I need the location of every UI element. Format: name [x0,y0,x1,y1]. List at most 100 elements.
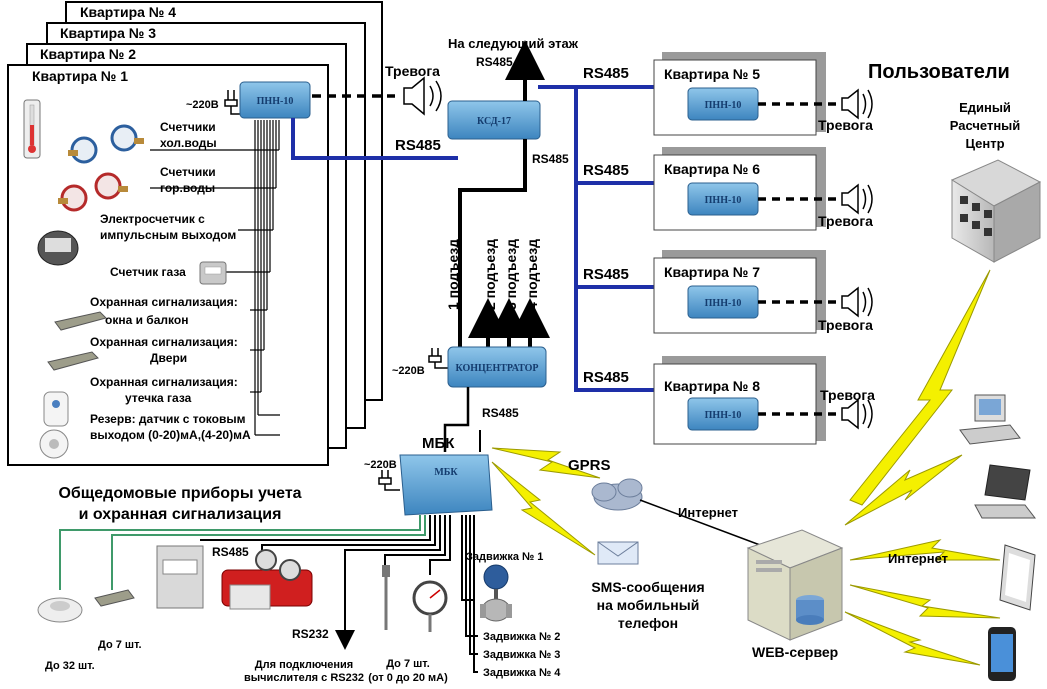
svg-text:хол.воды: хол.воды [160,136,217,150]
svg-text:Тревога: Тревога [820,387,875,403]
svg-text:и охранная сигнализация: и охранная сигнализация [79,506,282,523]
rs485-next-floor: RS485 [476,55,513,69]
apartment-1-title: Квартира № 1 [32,68,128,84]
common-devices-title: Общедомовые приборы учета и охранная сиг… [58,485,301,523]
svg-text:ПНН-10: ПНН-10 [705,410,742,421]
svg-text:МБК: МБК [434,467,458,478]
gprs-label: GPRS [568,457,611,474]
window-sensor-icon [54,311,107,331]
computer-connection-label: Для подключения вычислителя с RS232 [244,659,364,684]
svg-text:Счетчики: Счетчики [160,165,216,179]
right-alarm-labels: Тревога Тревога Тревога Тревога [818,117,875,403]
hot-water-meter-icon [58,172,128,212]
svg-text:выходом (0-20)мА,(4-20)мА: выходом (0-20)мА,(4-20)мА [90,428,251,442]
ksd-17-device: КСД-17 [447,100,541,140]
rs485-label-apt1: RS485 [395,137,441,154]
web-server-label: WEB-сервер [752,644,838,660]
svg-text:Охранная сигнализация:: Охранная сигнализация: [90,335,238,349]
svg-text:ПНН-10: ПНН-10 [705,195,742,206]
svg-text:КСД-17: КСД-17 [477,116,511,127]
siren-icon [841,398,873,430]
svg-text:Общедомовые приборы учета: Общедомовые приборы учета [58,485,301,502]
svg-text:Задвижка № 1: Задвижка № 1 [466,551,543,563]
svg-text:RS485: RS485 [583,369,629,386]
svg-text:До 7 шт.: До 7 шт. [386,658,430,670]
svg-text:Квартира № 7: Квартира № 7 [664,264,760,280]
concentrator-device: КОНЦЕНТРАТОР [447,346,547,388]
rs485-concentrator-label: RS485 [482,406,519,420]
gas-meter-icon [199,261,227,285]
svg-text:1 подъезд: 1 подъезд [445,239,461,310]
apartment-2-title: Квартира № 2 [40,46,136,62]
rs485-ksd-label: RS485 [532,152,569,166]
electricity-meter-icon [37,230,79,266]
svg-text:3 подъезд: 3 подъезд [503,239,519,310]
apartment-1-labels: Счетчики хол.воды Счетчики гор.воды Элек… [90,120,251,442]
cold-water-meter-icon [68,124,144,164]
smoke-detector-count: До 32 шт. [45,660,95,672]
svg-text:Счетчик газа: Счетчик газа [110,265,186,279]
smoke-detector-icon [37,597,83,623]
svg-text:RS485: RS485 [583,266,629,283]
svg-text:на мобильный: на мобильный [597,597,700,613]
svg-text:ПНН-10: ПНН-10 [705,100,742,111]
internet-label-2: Интернет [888,551,948,566]
siren-icon [403,76,442,116]
valve-icon [480,564,512,622]
smartphone-icon [988,627,1016,681]
svg-text:Охранная сигнализация:: Охранная сигнализация: [90,375,238,389]
svg-text:Задвижка № 4: Задвижка № 4 [483,667,561,679]
right-apartment-5: Квартира № 5 ПНН-10 [653,52,826,136]
concentrator-power: ~220В [392,348,448,377]
svg-text:~220В: ~220В [186,99,219,111]
svg-text:4 подъезд: 4 подъезд [524,239,540,310]
next-floor-label: На следующий этаж [448,36,579,51]
svg-text:Охранная сигнализация:: Охранная сигнализация: [90,295,238,309]
pressure-sensor-icon [382,565,390,630]
thermometer-icon [23,99,41,159]
laptop-icon [974,464,1037,519]
apartment-4-title: Квартира № 4 [80,4,176,20]
svg-text:Квартира № 5: Квартира № 5 [664,66,760,82]
users-title: Пользователи [868,61,1010,83]
gas-leak-sensor-icon [43,391,69,427]
right-apartment-8: Квартира № 8 ПНН-10 [653,356,826,445]
sms-envelope-icon [597,541,639,565]
svg-text:2 подъезд: 2 подъезд [482,239,498,310]
internet-label-1: Интернет [678,505,738,520]
rs485-bus [291,85,654,392]
svg-text:вычислителя с RS232: вычислителя с RS232 [244,672,364,684]
desktop-computer-icon [959,394,1021,445]
svg-text:утечка газа: утечка газа [125,391,192,405]
svg-text:Резерв: датчик с токовым: Резерв: датчик с токовым [90,412,246,426]
web-server-icon [746,529,844,641]
svg-text:телефон: телефон [618,615,678,631]
svg-text:RS485: RS485 [583,162,629,179]
apartment-1-alarm-label: Тревога [385,63,440,79]
svg-text:ПНН-10: ПНН-10 [257,96,294,107]
siren-icon [841,88,873,120]
center-labels: Единый Расчетный Центр [950,100,1021,151]
svg-text:ПНН-10: ПНН-10 [705,298,742,309]
apartment-1-pnn-device: ПНН-10 [239,81,311,119]
magnetic-sensor-icon [94,589,135,607]
bottom-rs485-label: RS485 [212,545,249,559]
wireless-lightning [491,269,1001,666]
right-apartment-6: Квартира № 6 ПНН-10 [653,147,826,231]
svg-text:Единый: Единый [959,100,1011,115]
rs232-label: RS232 [292,627,329,641]
svg-text:(от 0 до 20 мА): (от 0 до 20 мА) [368,672,448,684]
svg-text:Центр: Центр [965,136,1004,151]
door-sensor-icon [47,351,99,371]
apartment-1-power: ~220В [186,90,240,115]
right-rs485-labels: RS485 RS485 RS485 RS485 [583,65,629,386]
svg-text:SMS-сообщения: SMS-сообщения [591,579,704,595]
current-sensor-icon [39,429,69,459]
right-apartment-7: Квартира № 7 ПНН-10 [653,250,826,334]
cloud-icon [591,478,643,511]
siren-icon [841,286,873,318]
svg-text:Тревога: Тревога [818,213,873,229]
entrance-labels: 1 подъезд 2 подъезд 3 подъезд 4 подъезд [445,239,540,310]
svg-text:Задвижка № 2: Задвижка № 2 [483,631,560,643]
valve-labels: Задвижка № 1 Задвижка № 2 Задвижка № 3 З… [466,551,561,679]
